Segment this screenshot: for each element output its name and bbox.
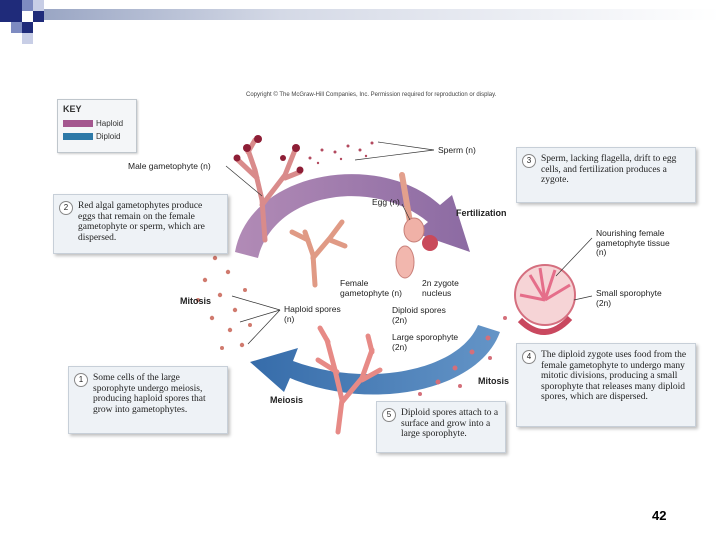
drifting-sperm <box>308 141 374 165</box>
key-title: KEY <box>63 104 82 114</box>
step-box-1: 1 Some cells of the large sporophyte und… <box>68 366 228 434</box>
label-large-sporophyte-line2: (2n) <box>392 341 408 352</box>
female-gametophyte-drawing <box>289 219 348 288</box>
label-zygote-line2: nucleus <box>422 287 452 298</box>
step-number-3: 3 <box>522 154 536 168</box>
diploid-spores-dots <box>418 316 507 396</box>
step-text-2: Red algal gametophytes produce eggs that… <box>78 201 205 243</box>
diploid-cycle-arrow <box>250 325 500 395</box>
step-box-5: 5 Diploid spores attach to a surface and… <box>376 401 506 453</box>
step-box-4: 4 The diploid zygote uses food from the … <box>516 343 696 427</box>
label-zygote-line1: 2n zygote <box>422 278 459 288</box>
step-box-2: 2 Red algal gametophytes produce eggs th… <box>53 194 228 254</box>
label-nourishing-line1: Nourishing female <box>596 228 665 238</box>
corner-square-mid <box>22 0 33 11</box>
key-haploid-label: Haploid <box>96 119 124 128</box>
label-small-sporophyte: Small sporophyte (2n) <box>596 288 662 308</box>
label-mitosis-left: Mitosis <box>180 296 212 306</box>
label-zygote-nucleus: 2n zygote nucleus <box>422 278 459 298</box>
key-row-haploid: Haploid <box>63 118 123 129</box>
step-number-5: 5 <box>382 408 396 422</box>
label-diploid-spores-line1: Diploid spores <box>392 305 446 315</box>
label-nourishing-line3: (n) <box>596 247 607 257</box>
egg-cell-drawing <box>395 172 438 279</box>
corner-square-light-2 <box>22 33 33 44</box>
small-sporophyte-drawing <box>514 264 576 335</box>
label-meiosis: Meiosis <box>270 395 304 405</box>
label-egg: Egg (n) <box>372 197 400 207</box>
label-male-gametophyte: Male gametophyte (n) <box>128 161 211 171</box>
diagram-key: KEY Haploid Diploid <box>57 99 137 153</box>
corner-square-dark <box>0 0 22 22</box>
label-small-sporophyte-line1: Small sporophyte <box>596 288 662 298</box>
step-text-1: Some cells of the large sporophyte under… <box>93 373 206 415</box>
label-large-sporophyte-line1: Large sporophyte <box>392 332 459 342</box>
step-text-5: Diploid spores attach to a surface and g… <box>401 408 499 439</box>
corner-square-light <box>33 0 44 11</box>
label-nourishing-line2: gametophyte tissue <box>596 237 670 248</box>
step-number-4: 4 <box>522 350 536 364</box>
label-small-sporophyte-line2: (2n) <box>596 297 612 308</box>
corner-square-mid-2 <box>11 22 22 33</box>
label-fertilization: Fertilization <box>456 208 507 218</box>
label-mitosis-right: Mitosis <box>478 376 510 386</box>
copyright-notice: Copyright © The McGraw-Hill Companies, I… <box>246 92 497 98</box>
haploid-swatch <box>63 120 93 127</box>
label-haploid-spores-line1: Haploid spores <box>284 304 341 314</box>
label-female-gametophyte-line2: gametophyte (n) <box>340 287 402 298</box>
step-number-2: 2 <box>59 201 73 215</box>
label-nourishing-tissue: Nourishing female gametophyte tissue (n) <box>596 228 670 258</box>
step-box-3: 3 Sperm, lacking flagella, drift to egg … <box>516 147 696 203</box>
label-large-sporophyte: Large sporophyte (2n) <box>392 332 459 352</box>
label-diploid-spores: Diploid spores (2n) <box>392 305 446 325</box>
label-sperm: Sperm (n) <box>438 145 476 155</box>
male-gametophyte-drawing <box>235 137 303 243</box>
header-gradient-bar <box>44 9 720 20</box>
page-number: 42 <box>652 508 667 523</box>
haploid-cycle-arrow <box>235 174 470 258</box>
key-diploid-label: Diploid <box>96 132 121 141</box>
leader-lines <box>225 141 593 345</box>
label-haploid-spores-line2: (n) <box>284 313 295 324</box>
label-diploid-spores-line2: (2n) <box>392 314 408 325</box>
corner-square-dark-3 <box>33 11 44 22</box>
label-female-gametophyte-line1: Female <box>340 278 369 288</box>
step-text-4: The diploid zygote uses food from the fe… <box>541 350 687 402</box>
slide-corner-decoration <box>0 0 720 44</box>
sperm-release-dots <box>233 135 304 174</box>
corner-square-dark-2 <box>22 22 33 33</box>
label-female-gametophyte: Female gametophyte (n) <box>340 278 402 298</box>
step-number-1: 1 <box>74 373 88 387</box>
key-row-diploid: Diploid <box>63 131 120 142</box>
haploid-spores-dots <box>196 255 252 350</box>
label-haploid-spores: Haploid spores (n) <box>284 304 341 324</box>
large-sporophyte-drawing <box>315 325 383 435</box>
diploid-swatch <box>63 133 93 140</box>
step-text-3: Sperm, lacking flagella, drift to egg ce… <box>541 154 677 185</box>
